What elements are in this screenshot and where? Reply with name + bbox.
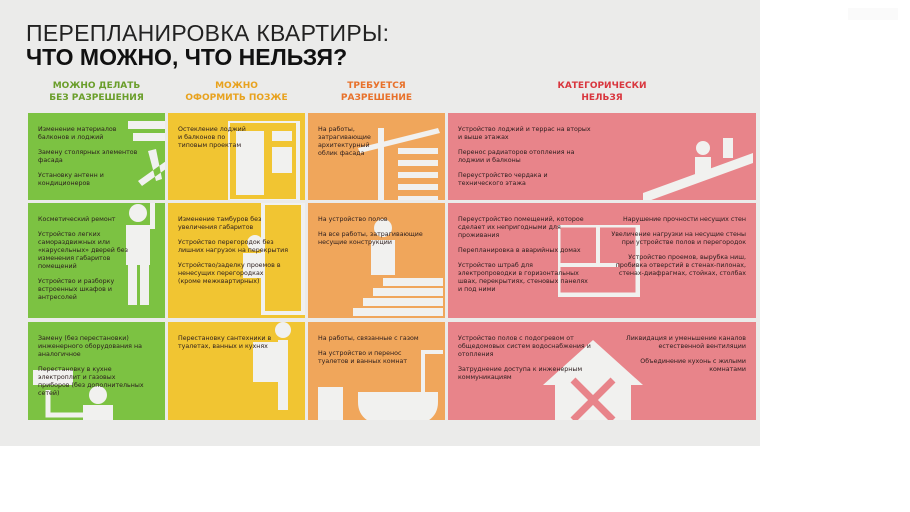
cell-item: Устройство проемов, вырубка ниш, пробивк… — [615, 254, 746, 277]
cell-item: Перестановку сантехники в туалетах, ванн… — [178, 335, 272, 350]
cell-item: Изменение материалов балконов и лоджий — [38, 126, 117, 141]
cell-item: Устройство лоджий и террас на вторых и в… — [458, 126, 591, 141]
cell-item: На все работы, затрагивающие несущие кон… — [318, 231, 423, 246]
cell-orange-row3: На работы, связанные с газом На устройств… — [308, 322, 445, 420]
cell-orange-row2: На устройство полов На все работы, затраг… — [308, 203, 445, 318]
cell-item: Изменение тамбуров без увеличения габари… — [178, 216, 262, 231]
cell-item: Увеличение нагрузки на несущие стены при… — [611, 231, 746, 246]
cell-item: Устройство и разборку встроенных шкафов … — [38, 278, 115, 301]
cell-item: Замену столярных элементов фасада — [38, 149, 138, 164]
cell-item: На работы, затрагивающие архитектурный о… — [318, 126, 371, 157]
cell-red-row2: Переустройство помещений, которое сделае… — [448, 203, 756, 318]
cell-item: Объединение кухонь с жилыми комнатами — [640, 358, 746, 373]
window-icon — [228, 121, 300, 200]
cell-yellow-row3: Перестановку сантехники в туалетах, ванн… — [168, 322, 305, 420]
cell-red-row3: Устройство полов с подогревом от общедом… — [448, 322, 756, 420]
cell-item: Устройство перегородок без лишних нагруз… — [178, 239, 288, 254]
cell-item: На работы, связанные с газом — [318, 335, 419, 342]
floor-plan-icon — [558, 225, 640, 297]
cell-item: Устройство легких самораздвижных или «ка… — [38, 231, 128, 270]
bathtub-toilet-icon — [318, 350, 443, 420]
cell-item: На устройство и перенос туалетов и ванны… — [318, 350, 408, 365]
pipe-worker-icon — [33, 370, 113, 420]
redaction-strip — [848, 8, 898, 20]
painter-icon — [126, 203, 155, 305]
tools-icon — [128, 121, 165, 186]
cell-yellow-row1: Остекление лоджий и балконов по типовым … — [168, 113, 305, 200]
title-line1: ПЕРЕПЛАНИРОВКА КВАРТИРЫ: — [26, 20, 390, 46]
cell-item: Остекление лоджий и балконов по типовым … — [178, 126, 246, 149]
cell-item: Установку антенн и кондиционеров — [38, 172, 104, 187]
infographic: ПЕРЕПЛАНИРОВКА КВАРТИРЫ: ЧТО МОЖНО, ЧТО … — [0, 0, 760, 446]
cell-item: Перепланировка в аварийных домах — [458, 247, 581, 254]
cell-yellow-row2: Изменение тамбуров без увеличения габари… — [168, 203, 305, 318]
cell-item: Устройство полов с подогревом от общедом… — [458, 335, 591, 358]
cell-item: Косметический ремонт — [38, 216, 116, 223]
cell-item: Переустройство помещений, которое сделае… — [458, 216, 584, 239]
cell-item: На устройство полов — [318, 216, 388, 223]
cell-item: Замену (без перестановки) инженерного об… — [38, 335, 142, 358]
cell-red-row1: Устройство лоджий и террас на вторых и в… — [448, 113, 756, 200]
cell-item: Устройство штраб для электропроводки в г… — [458, 262, 588, 293]
door-icon — [243, 203, 305, 315]
title-line2: ЧТО МОЖНО, ЧТО НЕЛЬЗЯ? — [26, 44, 348, 70]
cell-orange-row1: На работы, затрагивающие архитектурный о… — [308, 113, 445, 200]
crane-icon — [358, 128, 440, 200]
cell-item: Переустройство чердака и технического эт… — [458, 172, 548, 187]
plumber-icon — [253, 322, 291, 410]
cell-item: Затруднение доступа к инженерным коммуни… — [458, 366, 583, 381]
cell-item: Ликвидация и уменьшение каналов естестве… — [625, 335, 746, 350]
roofer-icon — [643, 138, 753, 200]
cell-item: Перенос радиаторов отопления на лоджии и… — [458, 149, 575, 164]
cell-item: Устройство/заделку проемов в ненесущих п… — [178, 262, 281, 285]
house-tools-icon — [543, 340, 643, 420]
cell-item: Перестановку в кухне электроплит и газов… — [38, 366, 144, 397]
bricklayer-icon — [353, 219, 443, 316]
cell-green-row3: Замену (без перестановки) инженерного об… — [28, 322, 165, 420]
cell-item: Нарушение прочности несущих стен — [623, 216, 746, 223]
